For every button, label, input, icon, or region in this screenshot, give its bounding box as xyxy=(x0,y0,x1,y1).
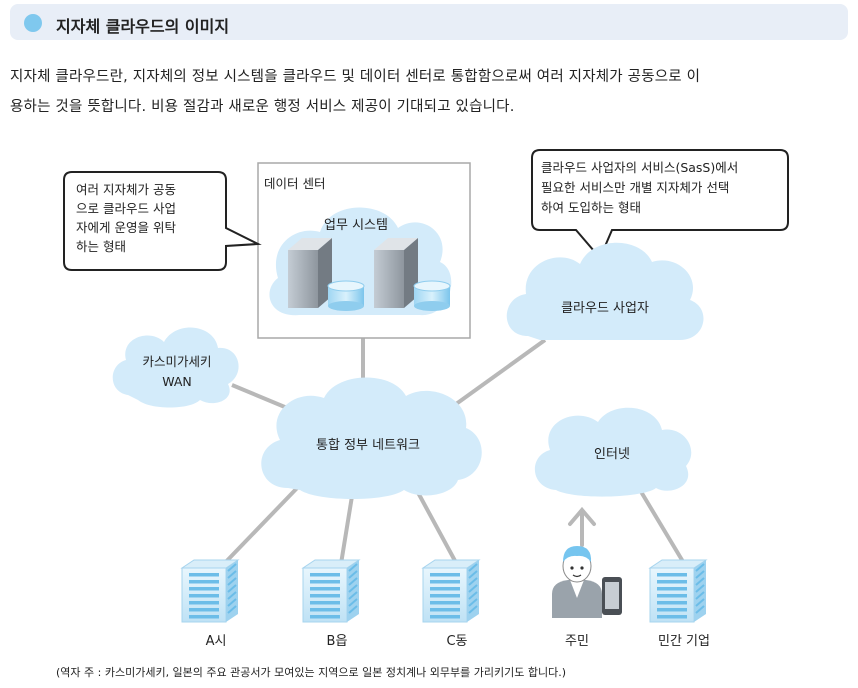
node-label-b-town: B읍 xyxy=(327,634,348,649)
server-icon xyxy=(288,238,332,308)
gov-network-cloud: 통합 정부 네트워크 xyxy=(261,377,482,499)
database-icon xyxy=(413,280,451,311)
section-title: 지자체 클라우드의 이미지 xyxy=(56,17,230,36)
line-internet-company xyxy=(638,488,690,572)
translator-footnote: (역자 주 : 카스미가세키, 일본의 주요 관공서가 모여있는 지역으로 일본… xyxy=(56,666,567,679)
building-c-dong-icon xyxy=(421,559,481,623)
callout-right: 클라우드 사업자의 서비스(SasS)에서 필요한 서비스만 개별 지자체가 선… xyxy=(531,149,789,260)
node-label-c-dong: C동 xyxy=(446,634,467,649)
intro-paragraph: 지자체 클라우드란, 지자체의 정보 시스템을 클라우드 및 데이터 센터로 통… xyxy=(10,62,850,122)
building-a-city-icon xyxy=(180,559,240,623)
smartphone-icon xyxy=(602,577,622,615)
buildings-group xyxy=(180,559,708,623)
server-icon xyxy=(374,238,418,308)
line-network-a xyxy=(216,483,302,572)
line-network-b xyxy=(338,489,355,571)
intro-line-1: 지자체 클라우드란, 지자체의 정보 시스템을 클라우드 및 데이터 센터로 통… xyxy=(10,69,701,85)
node-label-a-city: A시 xyxy=(206,634,227,649)
building-private-company-icon xyxy=(648,559,708,623)
cloud-provider-cloud: 클라우드 사업자 xyxy=(506,242,704,340)
wan-label-line-1: 카스미가세키 xyxy=(142,354,211,369)
cloud-provider-label: 클라우드 사업자 xyxy=(561,301,649,316)
callout-left-line-4: 하는 형태 xyxy=(76,239,126,254)
connection-lines xyxy=(216,338,690,572)
node-label-private-company: 민간 기업 xyxy=(658,634,710,649)
intro-line-2: 용하는 것을 뜻합니다. 비용 절감과 새로운 행정 서비스 제공이 기대되고 … xyxy=(10,99,515,115)
internet-cloud: 인터넷 xyxy=(534,407,692,497)
line-network-provider xyxy=(443,338,547,414)
line-network-c xyxy=(413,486,462,571)
resident-person-icon xyxy=(552,546,602,618)
callout-right-line-2: 필요한 서비스만 개별 지자체가 선택 xyxy=(541,180,729,195)
wan-label-line-2: WAN xyxy=(162,374,192,389)
section-header: 지자체 클라우드의 이미지 xyxy=(10,4,848,40)
callout-right-line-1: 클라우드 사업자의 서비스(SasS)에서 xyxy=(541,160,738,175)
bullet-dot-icon xyxy=(24,14,42,32)
business-system-label: 업무 시스템 xyxy=(324,218,388,233)
building-b-town-icon xyxy=(301,559,361,623)
wan-cloud: 카스미가세키 WAN xyxy=(112,327,239,408)
callout-left: 여러 지자체가 공동 으로 클라우드 사업 자에게 운영을 위탁 하는 형태 xyxy=(63,171,262,271)
callout-left-line-3: 자에게 운영을 위탁 xyxy=(76,220,176,235)
callout-right-line-3: 하여 도입하는 형태 xyxy=(541,200,641,215)
callout-left-line-2: 으로 클라우드 사업 xyxy=(76,201,176,216)
line-network-wan xyxy=(231,383,293,412)
internet-label: 인터넷 xyxy=(594,447,630,462)
up-arrow-icon xyxy=(568,506,596,547)
data-center-label: 데이터 센터 xyxy=(264,176,325,191)
database-icon xyxy=(327,280,365,311)
gov-network-label: 통합 정부 네트워크 xyxy=(316,438,420,453)
data-center-box: 데이터 센터 업무 시스템 xyxy=(257,162,471,339)
callout-left-line-1: 여러 지자체가 공동 xyxy=(76,182,176,197)
node-label-resident: 주민 xyxy=(565,634,589,649)
